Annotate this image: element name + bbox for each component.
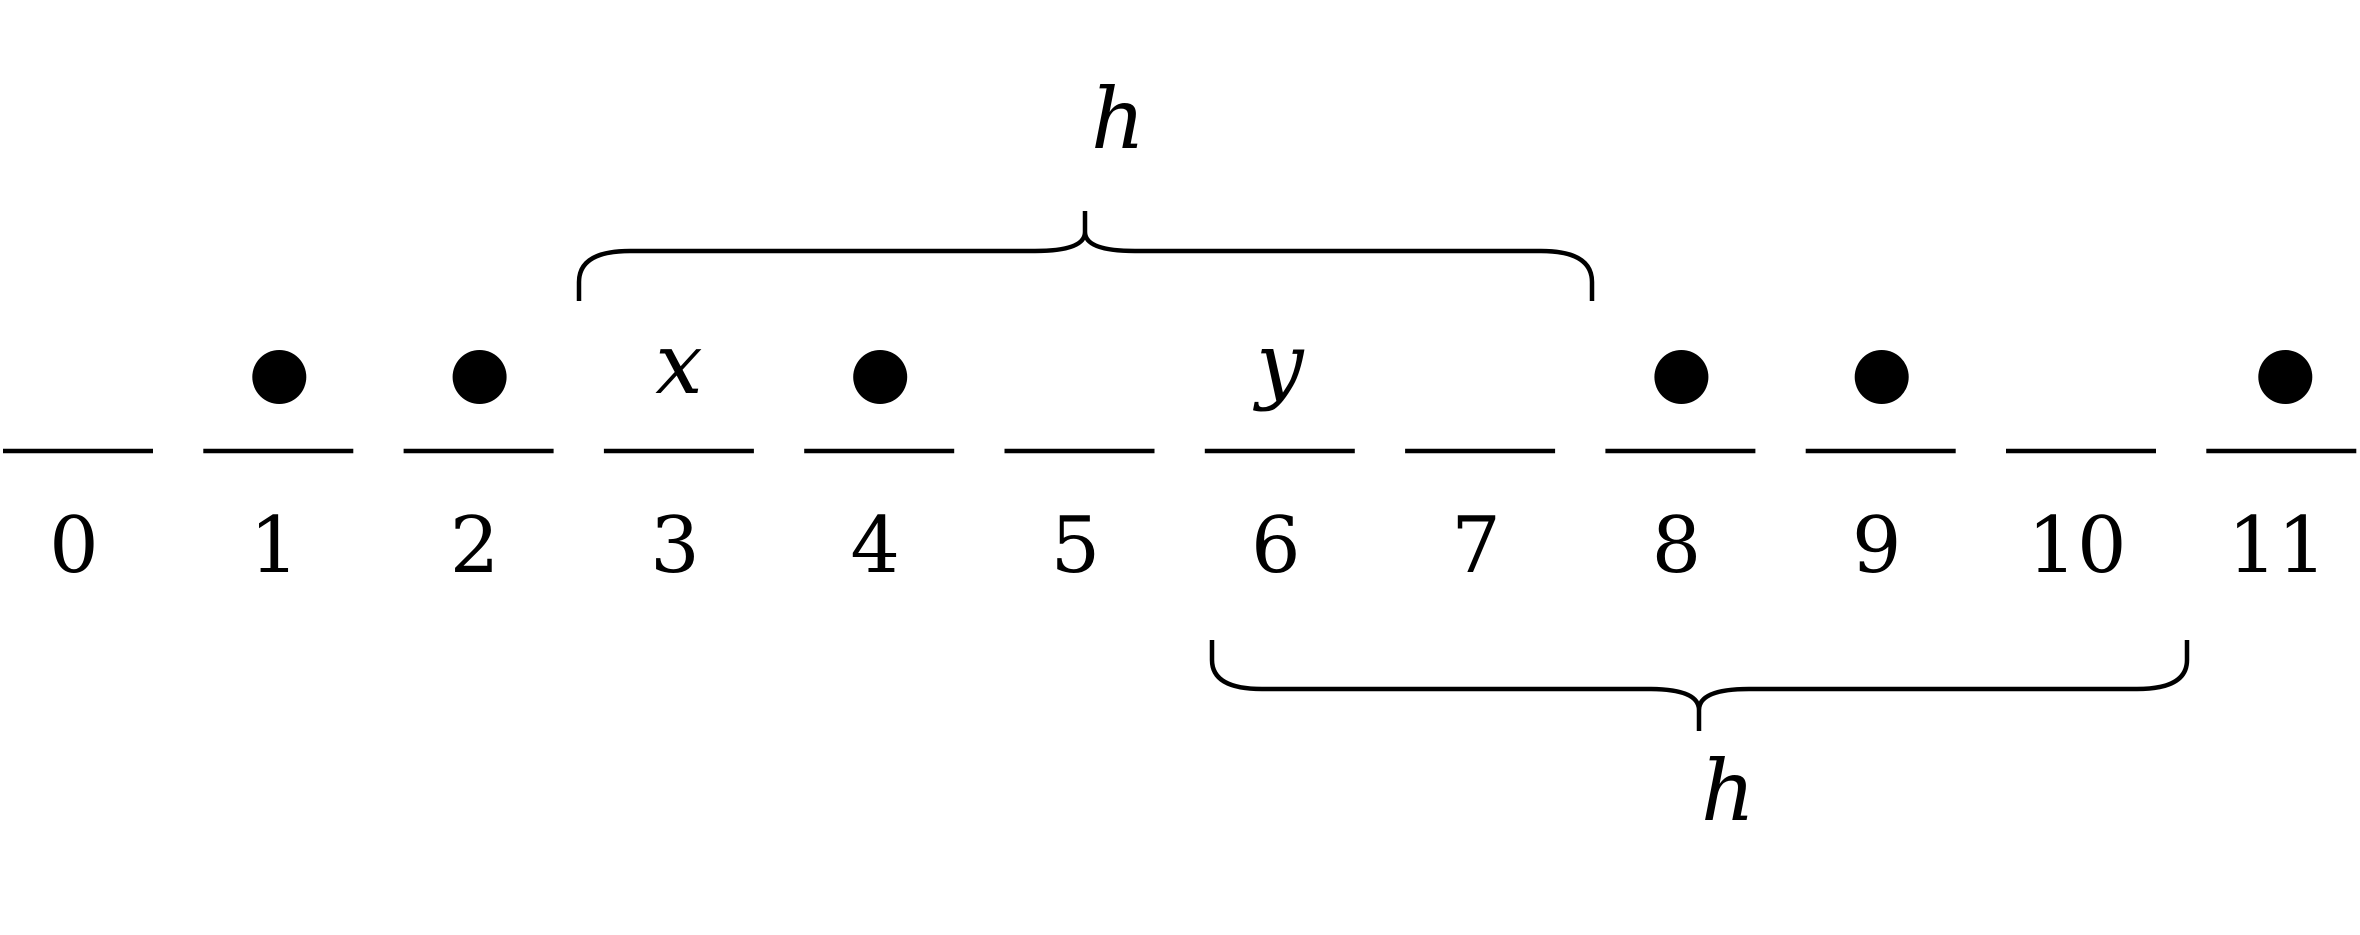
slot-index: 5 xyxy=(1051,501,1101,591)
bottom-brace-label: h xyxy=(1701,742,1755,840)
slot-4: 4 xyxy=(804,350,955,591)
slot-index: 7 xyxy=(1451,501,1501,591)
top-brace xyxy=(576,211,1595,301)
slot-index: 0 xyxy=(49,501,99,591)
slot-3: 3x xyxy=(603,315,754,591)
slot-key-label: y xyxy=(1252,315,1305,413)
slot-11: 11 xyxy=(2206,350,2357,591)
occupied-dot xyxy=(1854,350,1909,404)
slot-6: 6y xyxy=(1204,315,1355,591)
slot-index: 2 xyxy=(450,501,500,591)
occupied-dot xyxy=(2258,350,2313,404)
slot-index: 8 xyxy=(1652,501,1702,591)
occupied-dot xyxy=(452,350,507,404)
occupied-dot xyxy=(1654,350,1709,404)
occupied-dot xyxy=(252,350,307,404)
slot-index: 10 xyxy=(2027,501,2126,591)
slot-key-label: x xyxy=(655,315,702,413)
slot-5: 5 xyxy=(1004,448,1155,591)
slot-2: 2 xyxy=(403,350,554,591)
slot-9: 9 xyxy=(1805,350,1956,591)
slot-index: 3 xyxy=(650,501,700,591)
bottom-brace xyxy=(1209,640,2190,731)
top-brace-label: h xyxy=(1091,70,1145,168)
slot-index: 1 xyxy=(249,501,299,591)
slot-10: 10 xyxy=(2006,448,2156,591)
slot-index: 4 xyxy=(850,501,900,591)
slot-0: 0 xyxy=(3,448,153,591)
occupied-dot xyxy=(853,350,908,404)
slot-index: 9 xyxy=(1852,501,1902,591)
slot-index: 11 xyxy=(2228,501,2327,591)
slot-7: 7 xyxy=(1405,448,1556,591)
slot-1: 1 xyxy=(203,350,354,591)
slot-index: 6 xyxy=(1251,501,1301,591)
slot-8: 8 xyxy=(1605,350,1756,591)
